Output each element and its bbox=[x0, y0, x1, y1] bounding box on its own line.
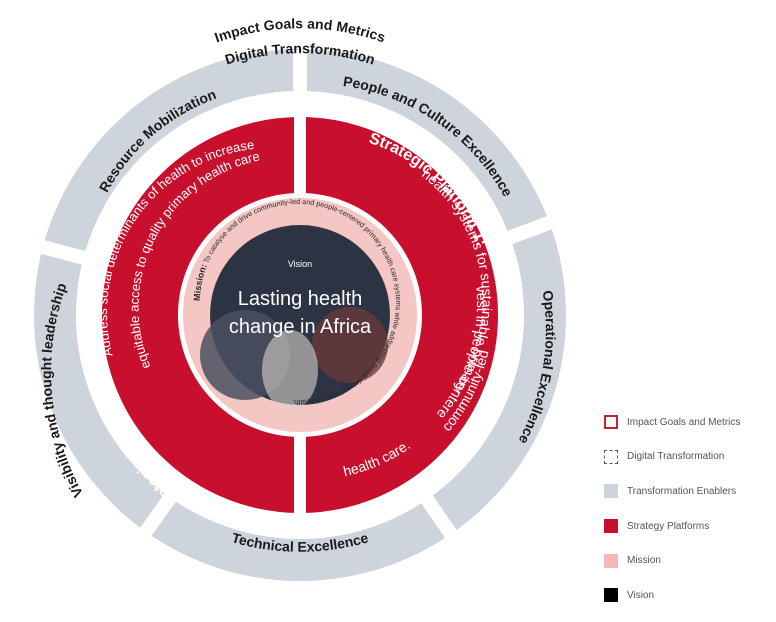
legend-label: Impact Goals and Metrics bbox=[627, 416, 741, 428]
legend-swatch-black bbox=[604, 588, 618, 603]
legend-swatch-pink bbox=[604, 553, 618, 568]
vision-line1: Lasting health bbox=[238, 288, 363, 310]
legend-swatch-red bbox=[604, 519, 618, 534]
legend: Impact Goals and Metrics Digital Transfo… bbox=[604, 414, 774, 622]
vision-circle bbox=[200, 225, 390, 410]
legend-item-platforms: Strategy Platforms bbox=[604, 518, 774, 534]
legend-item-digital-transformation: Digital Transformation bbox=[604, 449, 774, 465]
vision-line2: change in Africa bbox=[229, 316, 372, 338]
legend-item-impact-goals: Impact Goals and Metrics bbox=[604, 414, 774, 430]
legend-swatch-grey bbox=[604, 484, 618, 499]
legend-swatch-outline bbox=[604, 415, 618, 429]
legend-label: Vision bbox=[627, 589, 655, 601]
vision-label: Vision bbox=[288, 259, 312, 269]
legend-item-mission: Mission bbox=[604, 553, 774, 569]
legend-item-enablers: Transformation Enablers bbox=[604, 483, 774, 499]
legend-label: Transformation Enablers bbox=[627, 485, 737, 497]
legend-item-vision: Vision bbox=[604, 587, 774, 603]
legend-label: Mission bbox=[627, 555, 661, 567]
strategy-wheel-diagram: Impact Goals and Metrics Digital Transfo… bbox=[34, 15, 566, 581]
legend-label: Strategy Platforms bbox=[627, 520, 710, 532]
legend-label: Digital Transformation bbox=[627, 451, 725, 463]
legend-swatch-dashed bbox=[604, 449, 618, 464]
